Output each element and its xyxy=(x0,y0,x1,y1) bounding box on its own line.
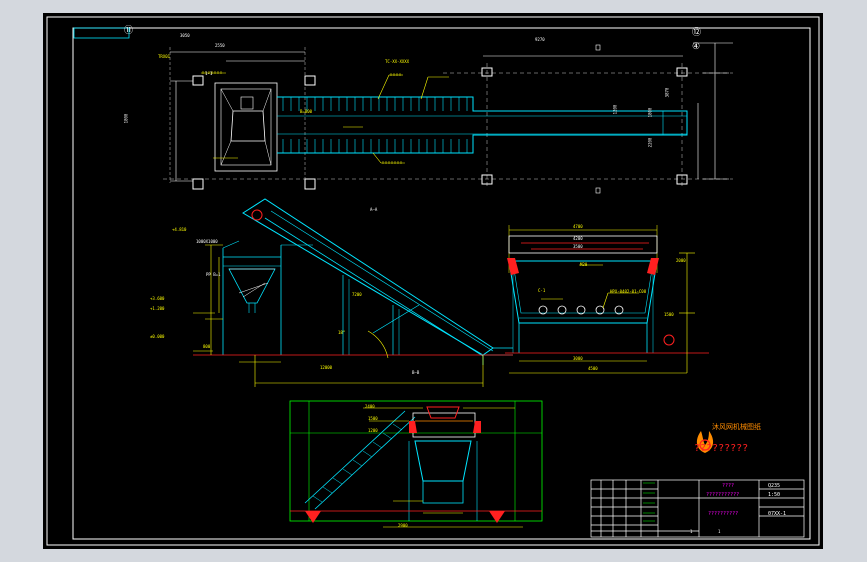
section-b-top-w: 4700 xyxy=(573,224,583,229)
plan-column xyxy=(192,75,204,86)
section-a-angle: 18° xyxy=(338,330,346,335)
section-a-elev-low: +1.200 xyxy=(150,306,165,311)
section-b-right-h: 2000 xyxy=(676,258,686,263)
section-a-elev-ground: ±0.000 xyxy=(150,334,165,339)
section-c-left2: 1200 xyxy=(368,428,378,433)
section-b-tag-b: M20 xyxy=(580,262,588,267)
plan-dim-top-overall: 3050 xyxy=(180,33,190,38)
plan-belt-right: 1200 xyxy=(612,104,618,115)
plan-hopper-tag: 1-1 xyxy=(205,71,213,76)
section-c-top-dim: 2400 xyxy=(365,404,375,409)
section-a-title: A—A xyxy=(370,207,378,212)
section-a-incline-len: 7200 xyxy=(352,292,362,297)
plan-column xyxy=(304,178,316,190)
plan-lower-rungs xyxy=(282,139,468,153)
plan-column xyxy=(304,75,316,86)
plan-dim-right-a: 3870 xyxy=(664,87,670,98)
plan-dim-top-right: 9270 xyxy=(535,37,545,42)
watermark-subtitle: ????????? xyxy=(694,443,749,454)
plan-column xyxy=(481,67,493,77)
plan-dim-right-c: 2200 xyxy=(647,137,653,148)
section-b-elevation xyxy=(505,225,709,374)
corner-stamp-box xyxy=(73,27,130,39)
title-block-material: Q235 xyxy=(768,483,781,489)
plan-column xyxy=(192,178,204,190)
section-a-span: 12000 xyxy=(320,365,333,370)
section-b-mid-w: 4200 xyxy=(573,236,583,241)
plan-dim-top-left: 2550 xyxy=(215,43,225,48)
axis-marker-left: ⑪ xyxy=(124,26,134,36)
section-c-left1: 1500 xyxy=(368,416,378,421)
plan-arrow-label: TC-XX-XXXX xyxy=(385,59,410,64)
plan-belt-tag: B=800 xyxy=(300,109,313,114)
plan-dim-right-b: 1800 xyxy=(647,107,653,118)
plan-column xyxy=(676,174,688,185)
section-a-elev-mid: +3.600 xyxy=(150,296,165,301)
plan-column xyxy=(676,67,688,77)
title-block-scale: 1:50 xyxy=(768,492,781,498)
section-c-hopper xyxy=(414,440,472,482)
section-b-base-w: 4500 xyxy=(588,366,598,371)
title-block-company: ??????????? xyxy=(706,492,740,498)
section-b-right-h2: 1500 xyxy=(664,312,674,317)
title-block-drawing-title: ?????????? xyxy=(708,511,739,517)
incline-conveyor xyxy=(242,198,494,356)
section-b-title: B—B xyxy=(412,370,420,375)
plan-column xyxy=(481,174,493,185)
cad-viewport[interactable]: ⑪ ⑫ ④ 3050 2550 9270 1800 3870 1800 2200… xyxy=(43,13,823,549)
section-b-tag-a: C-1 xyxy=(538,288,546,293)
section-b-inner-w: 3500 xyxy=(573,244,583,249)
watermark-title: 沐风网机械图纸 xyxy=(712,423,761,431)
section-c-box xyxy=(289,400,543,522)
axis-marker-right-bottom: ④ xyxy=(692,42,701,52)
plan-hopper-frame xyxy=(214,82,278,172)
title-block-drawing-no: 07XX-1 xyxy=(768,511,787,517)
section-a-dim-left: 800 xyxy=(203,344,211,349)
outer-frame xyxy=(46,16,820,546)
section-a-elev-top: +4.810 xyxy=(172,227,187,232)
title-block-sheet: 1 xyxy=(690,529,693,534)
title-block xyxy=(590,479,805,538)
elevation-hopper xyxy=(228,268,276,304)
watermark-logo xyxy=(696,431,714,453)
title-block-project: ???? xyxy=(722,483,735,489)
cad-drawing xyxy=(46,16,820,546)
hood-outline xyxy=(508,235,658,254)
plan-hatch-ticks xyxy=(202,71,402,164)
plan-upper-rungs xyxy=(282,97,468,111)
section-c-bottom: 2900 xyxy=(398,523,408,528)
title-block-qty: 1 xyxy=(718,529,721,534)
section-a-elevation xyxy=(193,198,513,387)
section-a-hopper-text: 1000X1000 xyxy=(196,239,218,244)
plan-grating-tag: TRX01 xyxy=(158,54,171,59)
plan-leaders xyxy=(201,72,449,164)
inner-frame xyxy=(72,27,811,540)
section-c-elevation xyxy=(289,400,543,528)
section-a-hopper-note: PP B=1 xyxy=(206,272,221,277)
section-b-bottom-w: 3000 xyxy=(573,356,583,361)
section-b-tag-c: HPX-0402-01-C08 xyxy=(610,289,647,294)
axis-marker-right-top: ⑫ xyxy=(692,28,702,38)
plan-dim-left: 1800 xyxy=(123,113,129,124)
plan-view xyxy=(163,42,733,194)
